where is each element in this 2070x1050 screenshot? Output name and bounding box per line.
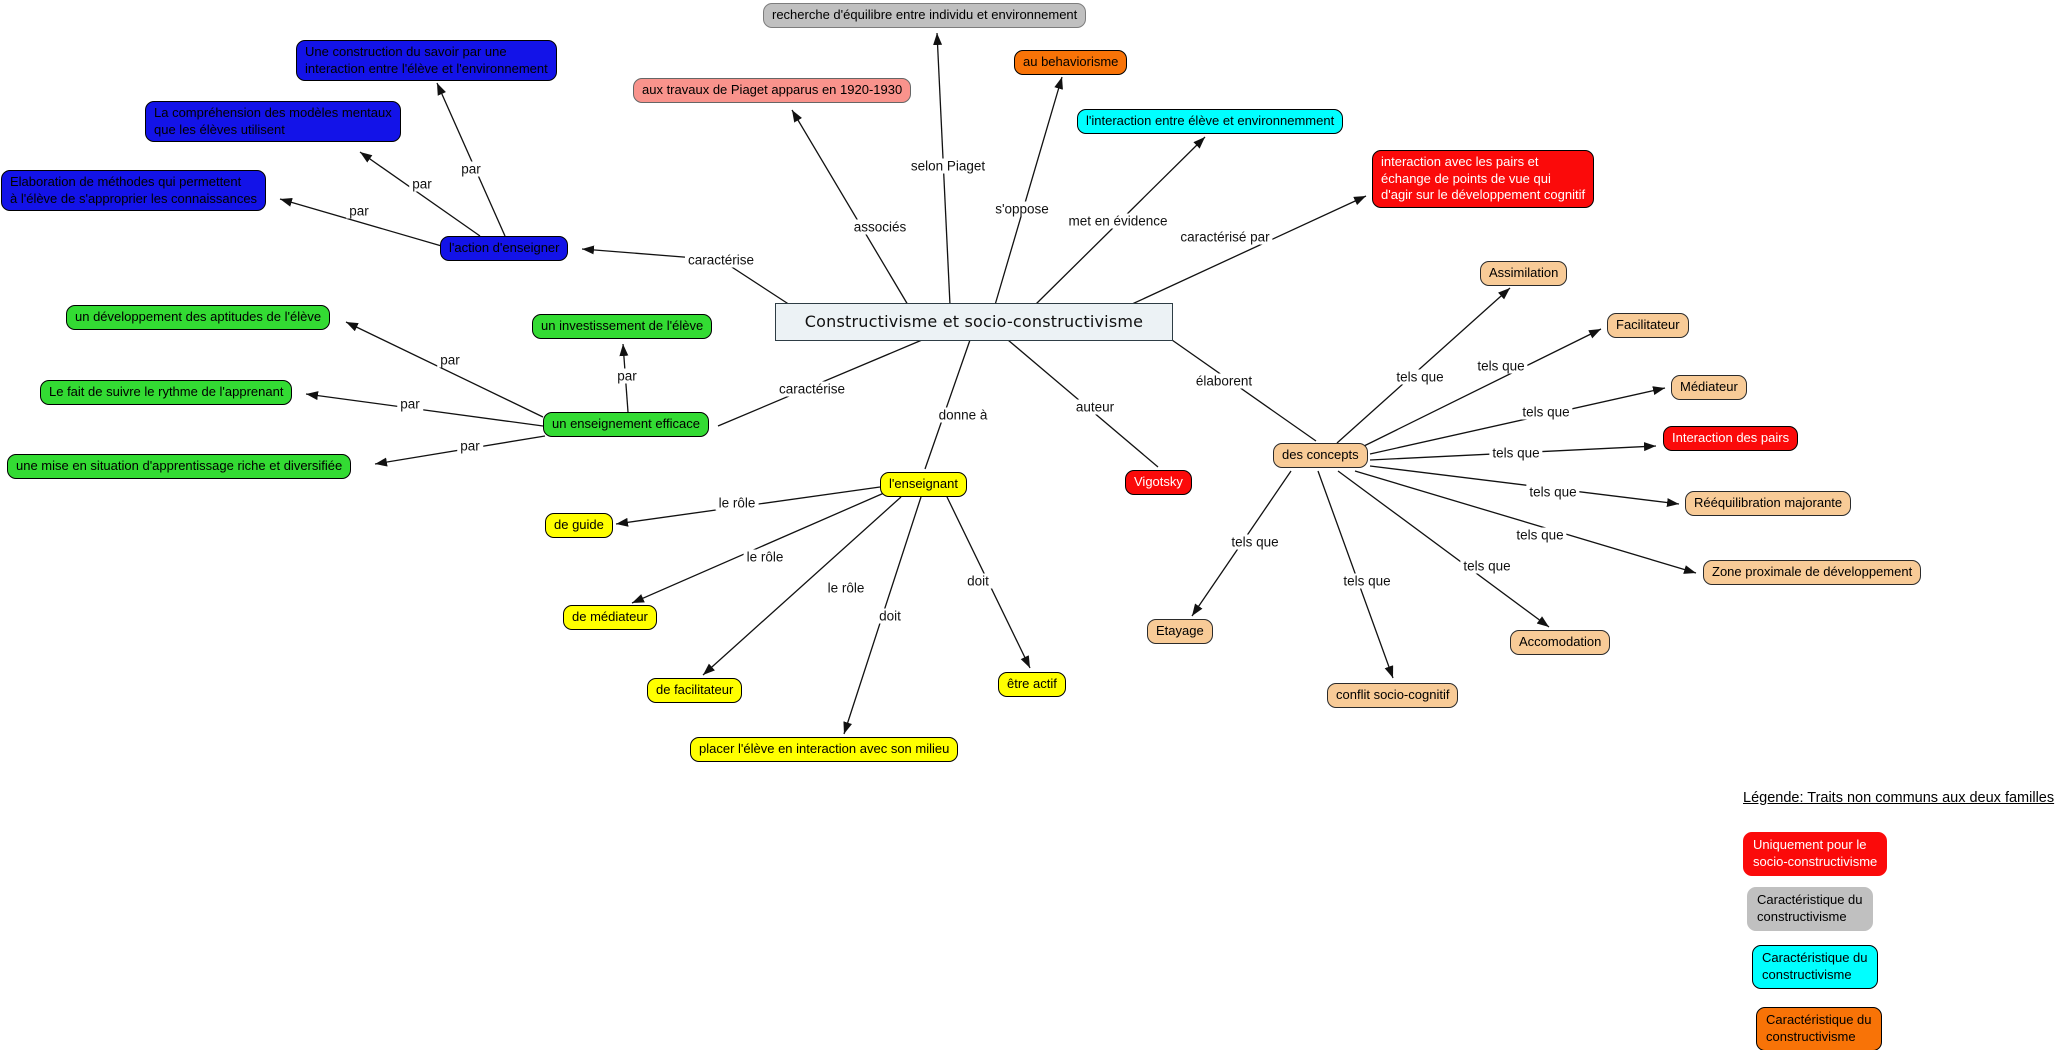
node-facilitateur[interactable]: de facilitateur bbox=[647, 678, 743, 703]
edge-label-concepts-mediateur2[interactable]: tels que bbox=[1519, 404, 1573, 420]
edge-enseignant-mediateur bbox=[631, 492, 885, 604]
edge-label-action-comprehension[interactable]: par bbox=[409, 176, 435, 192]
edge-label-efficace-mise[interactable]: par bbox=[457, 438, 483, 454]
node-facilitateur2[interactable]: Facilitateur bbox=[1607, 313, 1689, 338]
edge-label-enseignant-facilitateur[interactable]: le rôle bbox=[824, 580, 868, 596]
edge-center-enseignant bbox=[924, 339, 971, 470]
edge-label-center-cyan_inter[interactable]: met en évidence bbox=[1065, 213, 1171, 229]
legend-socio: Uniquement pour le socio-constructivisme bbox=[1743, 832, 1888, 876]
legend-title: Légende: Traits non communs aux deux fam… bbox=[1743, 790, 2055, 806]
node-etayage[interactable]: Etayage bbox=[1147, 619, 1213, 644]
edge-label-concepts-etayage[interactable]: tels que bbox=[1228, 534, 1282, 550]
edge-label-center-recherche[interactable]: selon Piaget bbox=[907, 158, 989, 174]
edge-concepts-reequilibration bbox=[1369, 465, 1680, 508]
node-mise[interactable]: une mise en situation d'apprentissage ri… bbox=[7, 454, 352, 479]
edge-label-efficace-rythme[interactable]: par bbox=[397, 396, 423, 412]
legend-constructivisme-gray: Caractéristique du constructivisme bbox=[1747, 887, 1873, 931]
edge-label-enseignant-etre_actif[interactable]: doit bbox=[964, 573, 992, 589]
edge-label-center-concepts[interactable]: élaborent bbox=[1192, 373, 1256, 389]
node-placer[interactable]: placer l'élève en interaction avec son m… bbox=[690, 737, 959, 762]
edge-label-center-piaget[interactable]: associés bbox=[850, 219, 910, 235]
node-mediateur2[interactable]: Médiateur bbox=[1671, 375, 1747, 400]
edge-label-center-red_pairs[interactable]: caractérisé par bbox=[1177, 229, 1273, 245]
edge-label-enseignant-guide[interactable]: le rôle bbox=[715, 495, 759, 511]
edge-concepts-facilitateur2 bbox=[1363, 328, 1602, 447]
node-investissement[interactable]: un investissement de l'élève bbox=[532, 314, 713, 339]
node-efficace[interactable]: un enseignement efficace bbox=[543, 412, 709, 437]
node-etre_actif[interactable]: être actif bbox=[998, 672, 1066, 697]
node-red_pairs[interactable]: interaction avec les pairs et échange de… bbox=[1372, 150, 1595, 208]
node-pairs2[interactable]: Interaction des pairs bbox=[1663, 426, 1799, 451]
node-comprehension[interactable]: La compréhension des modèles mentaux que… bbox=[145, 101, 401, 143]
edge-label-action-elaboration[interactable]: par bbox=[346, 203, 372, 219]
edge-label-enseignant-mediateur[interactable]: le rôle bbox=[743, 549, 787, 565]
legend-constructivisme-orange: Caractéristique du constructivisme bbox=[1756, 1007, 1882, 1050]
node-rythme[interactable]: Le fait de suivre le rythme de l'apprena… bbox=[40, 380, 293, 405]
edge-label-concepts-reequilibration[interactable]: tels que bbox=[1526, 484, 1580, 500]
node-vigotsky[interactable]: Vigotsky bbox=[1125, 470, 1192, 495]
edge-efficace-developpement bbox=[345, 321, 544, 418]
legend-constructivisme-cyan: Caractéristique du constructivisme bbox=[1752, 945, 1878, 989]
node-enseignant[interactable]: l'enseignant bbox=[880, 472, 967, 497]
node-zone[interactable]: Zone proximale de développement bbox=[1703, 560, 1922, 585]
edge-concepts-zone bbox=[1354, 470, 1697, 574]
edge-concepts-accomodation bbox=[1337, 470, 1550, 628]
edge-label-center-efficace[interactable]: caractérise bbox=[775, 381, 849, 397]
edge-label-center-behaviorisme[interactable]: s'oppose bbox=[992, 201, 1052, 217]
edge-concepts-mediateur2 bbox=[1369, 386, 1666, 455]
node-accomodation[interactable]: Accomodation bbox=[1510, 630, 1611, 655]
edge-center-red_pairs bbox=[1129, 195, 1367, 306]
node-behaviorisme[interactable]: au behaviorisme bbox=[1014, 50, 1128, 75]
edge-label-center-action[interactable]: caractérise bbox=[684, 252, 758, 268]
edge-label-efficace-developpement[interactable]: par bbox=[437, 352, 463, 368]
edge-efficace-rythme bbox=[305, 391, 544, 427]
edge-label-concepts-conflit[interactable]: tels que bbox=[1340, 573, 1394, 589]
node-action[interactable]: l'action d'enseigner bbox=[440, 236, 569, 261]
edge-label-center-vigotsky[interactable]: auteur bbox=[1072, 399, 1118, 415]
edge-concepts-assimilation bbox=[1336, 287, 1511, 444]
node-piaget[interactable]: aux travaux de Piaget apparus en 1920-19… bbox=[633, 78, 912, 103]
node-cyan_inter[interactable]: l'interaction entre élève et environnemm… bbox=[1077, 109, 1344, 134]
edge-center-behaviorisme bbox=[994, 76, 1063, 306]
edge-label-center-enseignant[interactable]: donne à bbox=[935, 407, 991, 423]
node-center[interactable]: Constructivisme et socio-constructivisme bbox=[775, 303, 1173, 342]
edge-label-enseignant-placer[interactable]: doit bbox=[876, 608, 904, 624]
edge-action-construction bbox=[436, 82, 506, 237]
edge-label-efficace-investissement[interactable]: par bbox=[614, 368, 640, 384]
edge-label-action-construction[interactable]: par bbox=[458, 161, 484, 177]
edge-center-piaget bbox=[791, 109, 909, 306]
node-recherche[interactable]: recherche d'équilibre entre individu et … bbox=[763, 3, 1087, 28]
edge-enseignant-facilitateur bbox=[702, 496, 902, 676]
node-conflit[interactable]: conflit socio-cognitif bbox=[1327, 683, 1459, 708]
node-construction[interactable]: Une construction du savoir par une inter… bbox=[296, 40, 557, 82]
edge-action-comprehension bbox=[359, 151, 481, 237]
node-elaboration[interactable]: Elaboration de méthodes qui permettent à… bbox=[1, 170, 267, 212]
node-reequilibration[interactable]: Rééquilibration majorante bbox=[1685, 491, 1852, 516]
node-developpement[interactable]: un développement des aptitudes de l'élèv… bbox=[66, 305, 331, 330]
edge-label-concepts-accomodation[interactable]: tels que bbox=[1460, 558, 1514, 574]
edge-action-elaboration bbox=[279, 198, 446, 248]
edge-label-concepts-zone[interactable]: tels que bbox=[1513, 527, 1567, 543]
edge-label-concepts-facilitateur2[interactable]: tels que bbox=[1474, 358, 1528, 374]
edge-label-concepts-assimilation[interactable]: tels que bbox=[1393, 369, 1447, 385]
node-assimilation[interactable]: Assimilation bbox=[1480, 261, 1568, 286]
edge-label-concepts-pairs2[interactable]: tels que bbox=[1489, 445, 1543, 461]
node-mediateur[interactable]: de médiateur bbox=[563, 605, 657, 630]
node-guide[interactable]: de guide bbox=[545, 513, 613, 538]
node-concepts[interactable]: des concepts bbox=[1273, 443, 1368, 468]
edge-center-concepts bbox=[1171, 339, 1317, 442]
